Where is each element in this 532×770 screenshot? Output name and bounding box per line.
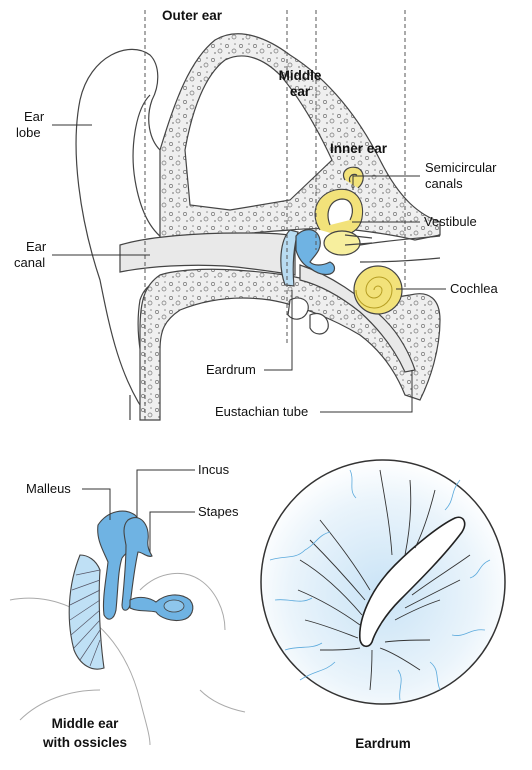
- ear-canal-label-line1: Ear: [26, 239, 47, 254]
- region-dividers: [144, 10, 406, 420]
- cochlea-label: Cochlea: [450, 281, 498, 296]
- semicircular-canals-shape: [314, 166, 364, 236]
- ear-lobe-label-line1: Ear: [24, 109, 45, 124]
- incus-label: Incus: [198, 462, 230, 477]
- ossicles-caption-line1: Middle ear: [51, 716, 119, 731]
- middle-ear-label-line2: ear: [289, 84, 311, 99]
- eardrum-caption: Eardrum: [355, 736, 411, 751]
- pinna-inner-fold: [132, 94, 166, 241]
- eardrum-malleus-handle: [359, 516, 466, 648]
- ear-canal: [119, 232, 296, 276]
- leader-lines: [52, 124, 446, 413]
- vestibule-label: Vestibule: [424, 214, 477, 229]
- main-ossicles: [295, 229, 336, 276]
- pinna-outline: [75, 48, 161, 421]
- eardrum-label: Eardrum: [206, 362, 256, 377]
- stapes-label: Stapes: [198, 504, 239, 519]
- malleus-label: Malleus: [26, 481, 71, 496]
- ossicles-eardrum: [68, 554, 105, 670]
- ossicles-caption-line2: with ossicles: [42, 735, 128, 750]
- ear-canal-label-line2: canal: [14, 255, 46, 270]
- semicircular-canals-label-line2: canals: [425, 176, 463, 191]
- outer-ear-label: Outer ear: [162, 8, 223, 23]
- ossicles-diagram: [9, 469, 246, 746]
- incus-shape: [121, 517, 153, 611]
- ear-lobe-label-line2: lobe: [16, 125, 41, 140]
- cochlea-shape: [353, 265, 403, 315]
- main-ear-diagram: [75, 33, 441, 421]
- vestibule-shape: [323, 230, 361, 256]
- middle-ear-label-line1: Middle: [278, 68, 322, 83]
- eustachian-tube-label: Eustachian tube: [215, 404, 309, 419]
- semicircular-canals-label-line1: Semicircular: [425, 160, 497, 175]
- inner-ear-label: Inner ear: [330, 141, 388, 156]
- eardrum-front-diagram: [260, 459, 506, 705]
